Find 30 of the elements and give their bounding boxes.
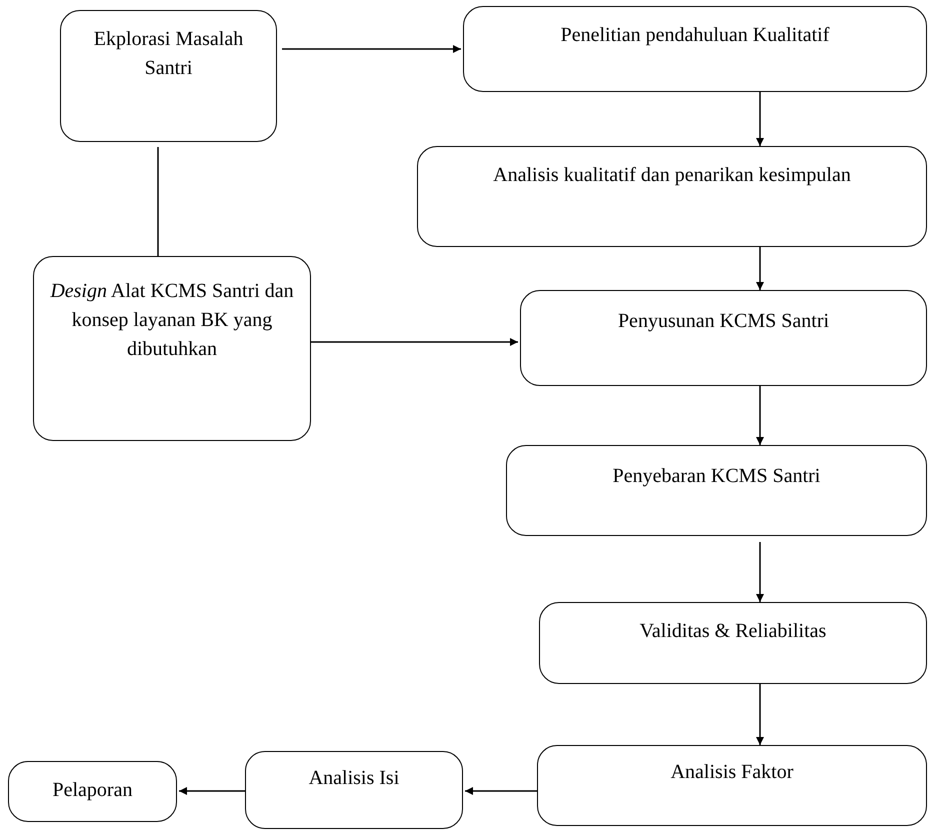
process-box — [60, 10, 277, 142]
connector-line — [157, 147, 159, 256]
arrow — [465, 787, 537, 795]
process-box — [245, 751, 463, 829]
process-box — [539, 602, 927, 684]
step-text: Analisis Faktor — [670, 760, 794, 785]
arrow — [756, 386, 764, 445]
process-box — [8, 761, 177, 822]
arrow — [756, 92, 764, 146]
step-text: Penyebaran KCMS Santri — [612, 464, 820, 489]
step-text: Pelaporan — [52, 778, 132, 803]
arrow — [311, 338, 518, 346]
process-box — [537, 745, 927, 826]
process-box — [33, 256, 311, 441]
process-box — [463, 6, 927, 92]
step-text: Design Alat KCMS Santri dan konsep layanan BK yang dibutuhkan — [49, 279, 295, 362]
process-box — [506, 445, 927, 536]
step-text: Ekplorasi Masalah Santri — [92, 27, 244, 81]
step-text: Analisis kualitatif dan penarikan kesimpulan — [493, 163, 851, 188]
arrow — [282, 45, 461, 53]
arrow — [756, 247, 764, 290]
step-text: Analisis Isi — [308, 766, 400, 791]
process-box — [520, 290, 927, 386]
process-box — [417, 146, 927, 247]
arrow — [179, 787, 245, 795]
arrow — [756, 542, 764, 602]
arrow — [756, 684, 764, 745]
step-text: Validitas & Reliabilitas — [640, 619, 826, 644]
step-text: Penelitian pendahuluan Kualitatif — [560, 23, 830, 48]
step-text: Penyusunan KCMS Santri — [618, 309, 830, 334]
